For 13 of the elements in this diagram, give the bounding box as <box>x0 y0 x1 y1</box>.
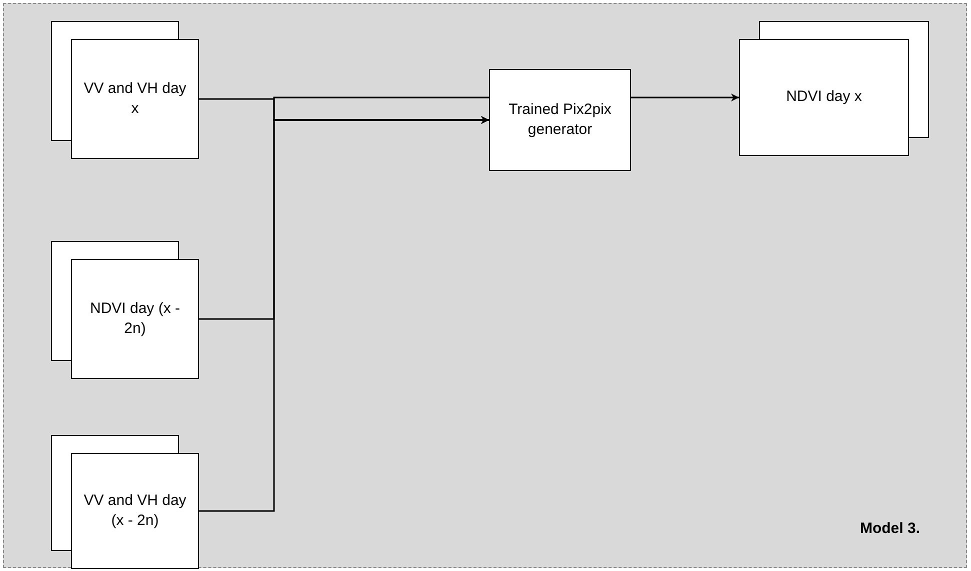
node-label: Trained Pix2pix generator <box>508 100 612 140</box>
node-label: NDVI day (x - 2n) <box>88 298 181 339</box>
connector-arrow <box>199 116 489 512</box>
node-label: NDVI day x <box>785 87 863 108</box>
panel-caption: Model 3. <box>860 520 920 537</box>
process-box <box>489 69 631 171</box>
node-label: VV and VH day (x - 2n) <box>82 490 188 531</box>
node-label: VV and VH day x <box>82 78 188 119</box>
stacked-document <box>51 21 199 159</box>
stacked-document <box>51 241 199 379</box>
stacked-document <box>51 435 199 569</box>
dashed-panel <box>3 3 967 568</box>
stacked-document <box>739 21 929 156</box>
